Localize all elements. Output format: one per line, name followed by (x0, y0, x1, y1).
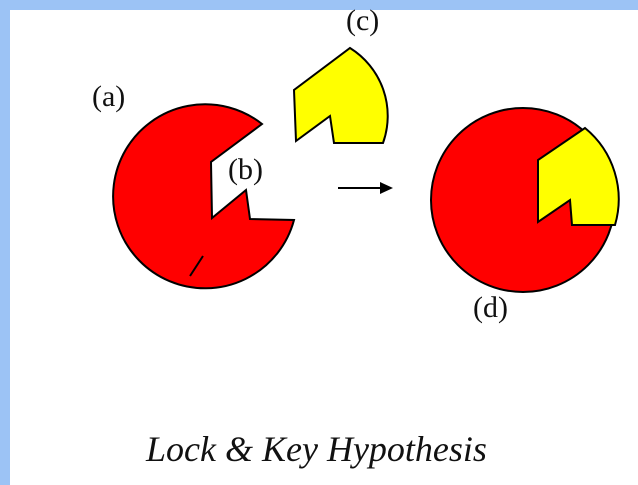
label-a: (a) (92, 80, 126, 113)
diagram-caption: Lock & Key Hypothesis (146, 429, 487, 469)
label-b: (b) (228, 153, 263, 186)
frame-top-border (0, 0, 638, 10)
enzyme-crack-line (189, 255, 204, 277)
label-d: (d) (473, 291, 508, 324)
substrate-shape (292, 46, 389, 144)
label-c: (c) (346, 4, 380, 37)
complex-substrate-shape (537, 126, 620, 226)
frame-left-border (0, 0, 10, 485)
right-arrow (338, 182, 393, 194)
enzyme-shape (112, 103, 296, 290)
